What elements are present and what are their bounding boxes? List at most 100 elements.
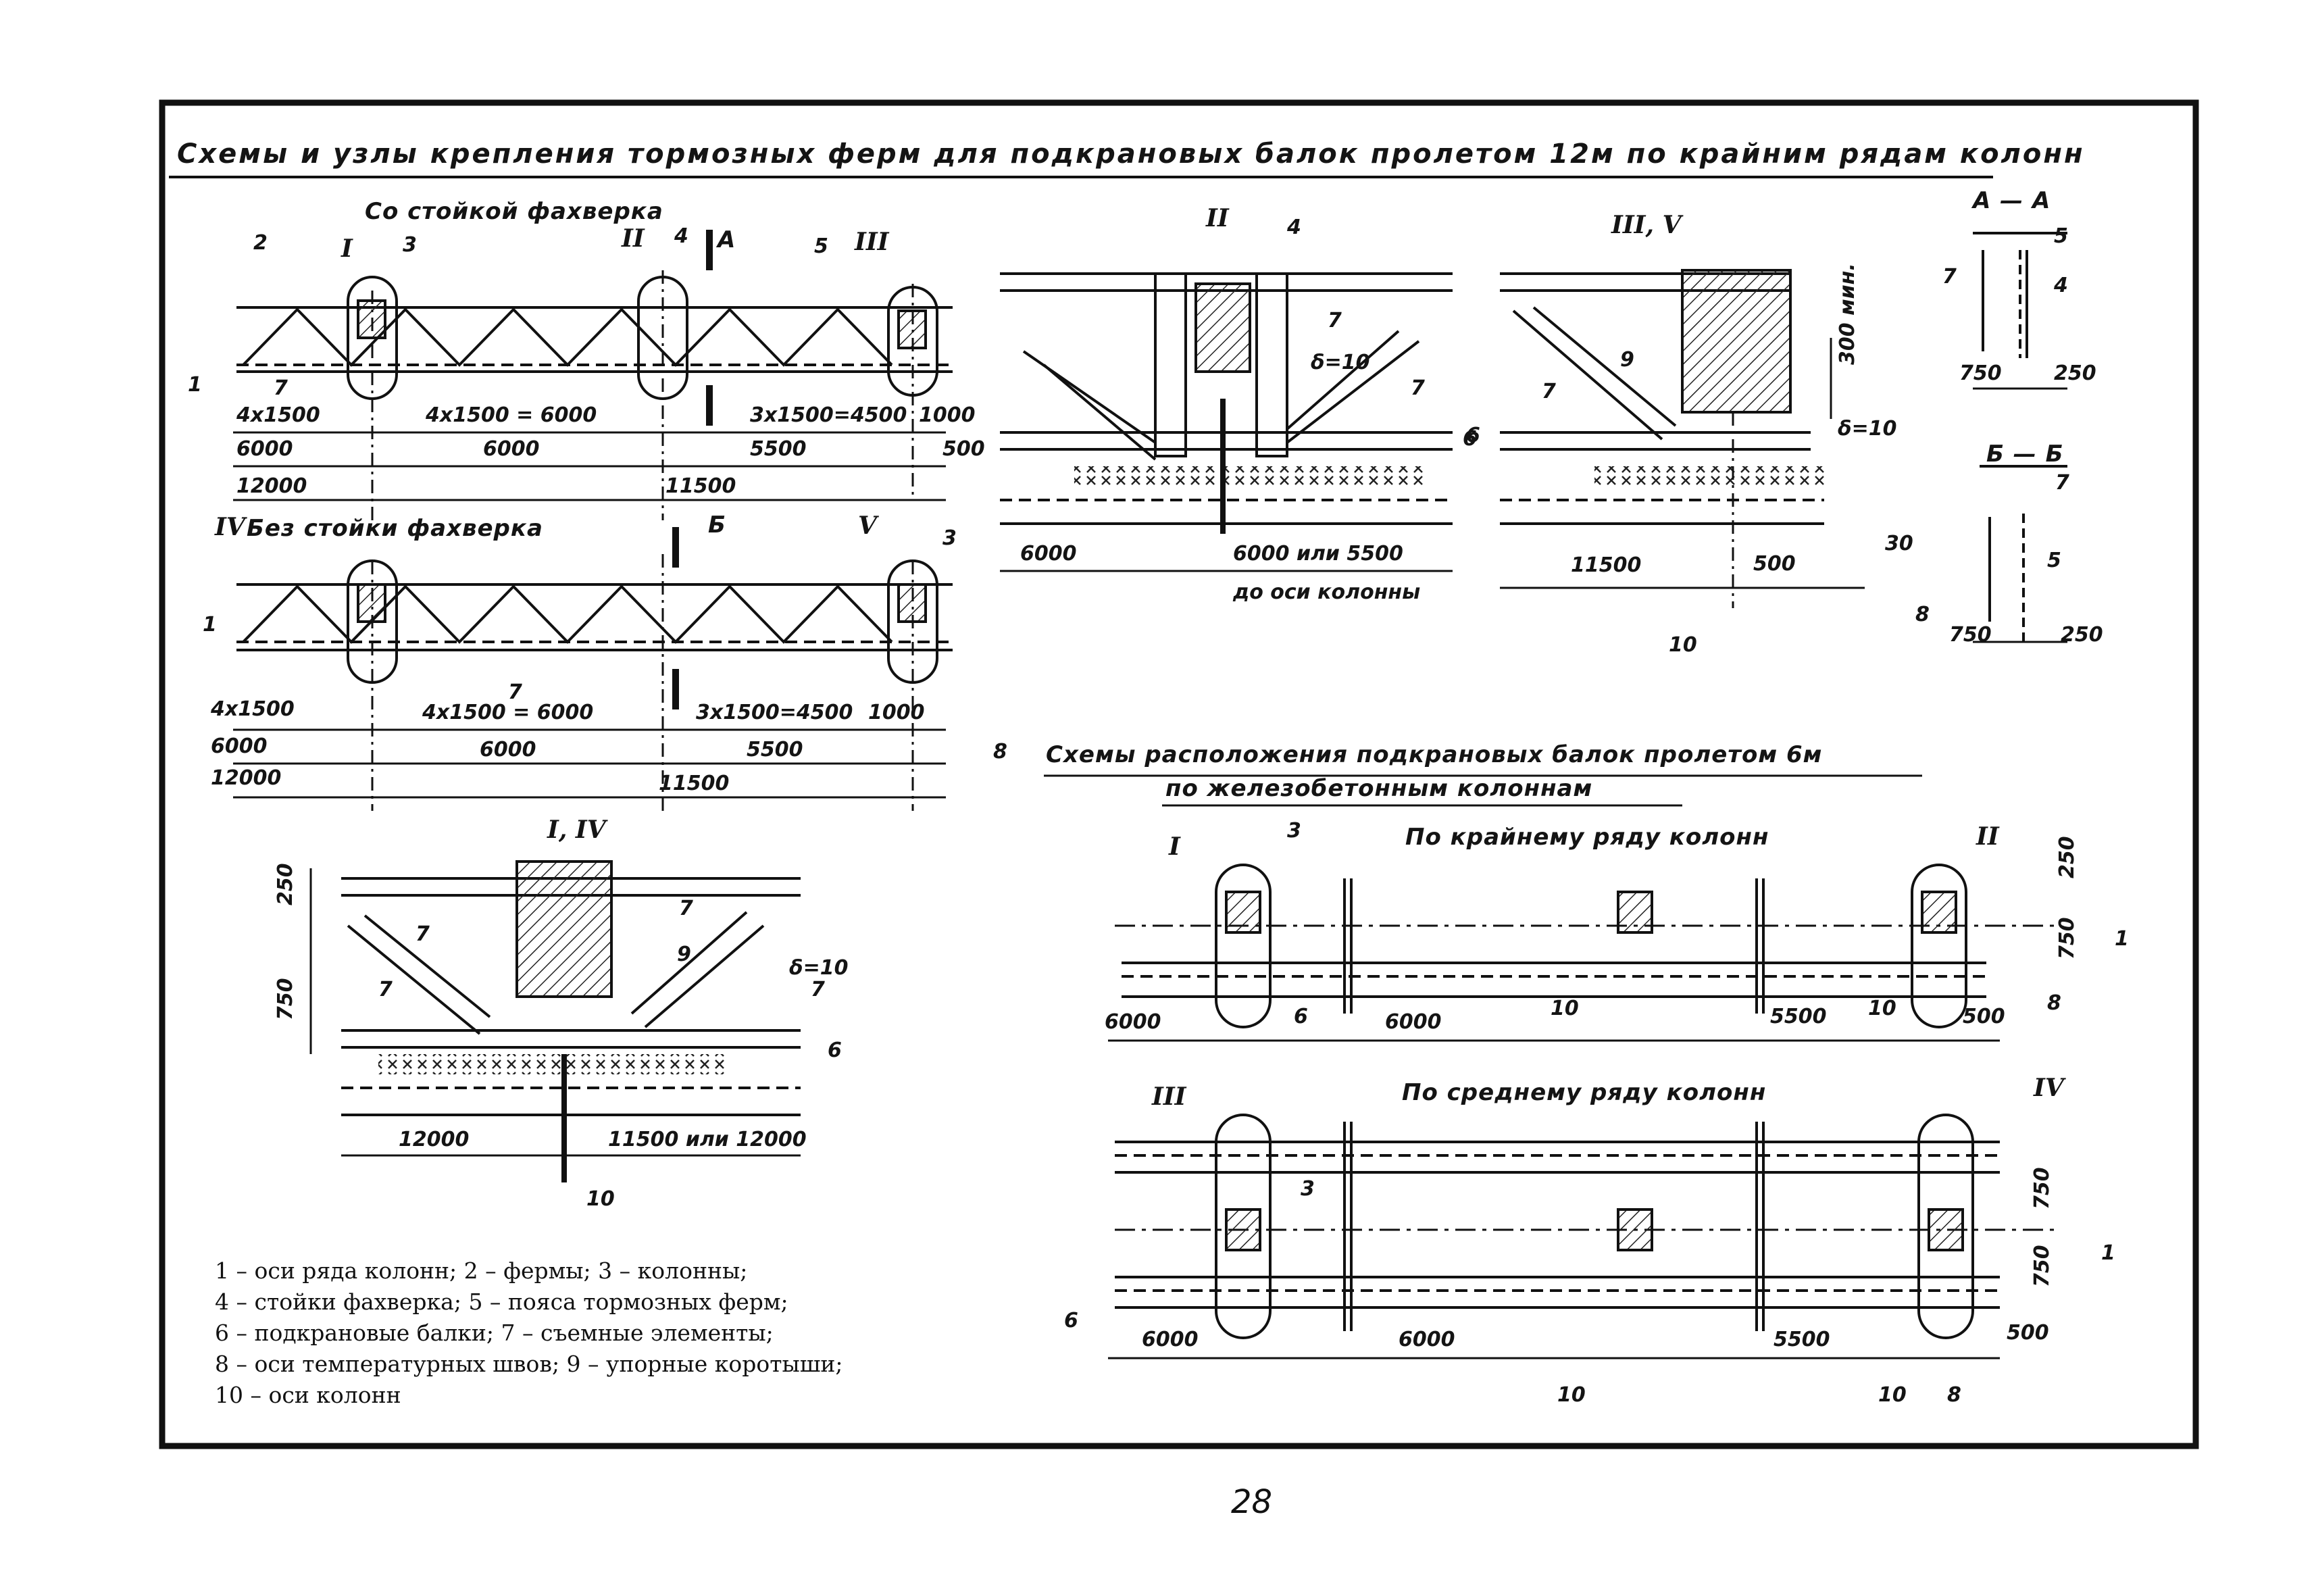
legend-line-4: 8 – оси температурных швов; 9 – упорные … bbox=[215, 1351, 843, 1377]
scheme-a-callout-1: 1 bbox=[188, 373, 202, 397]
node-i-iv-callout-4: δ=10 bbox=[789, 956, 849, 980]
node-ii-callout-2: 7 bbox=[1328, 309, 1342, 332]
legend-line-3: 6 – подкрановые балки; 7 – съемные элеме… bbox=[215, 1320, 774, 1346]
scheme-a-mark-3: III bbox=[855, 228, 889, 256]
edge-row-dim-3: 5500 bbox=[1770, 1005, 1827, 1028]
sheet-title: Схемы и узлы крепления тормозных ферм дл… bbox=[177, 139, 2085, 170]
middle-row-callout-1: 1 bbox=[2101, 1241, 2115, 1265]
edge-row-callout-1: 1 bbox=[2115, 927, 2129, 951]
node-ii-dim-2: 6000 или 5500 bbox=[1233, 542, 1403, 566]
scheme-a-callout-3: 3 bbox=[403, 233, 417, 257]
node-i-iv-dim-11500: 11500 или 12000 bbox=[608, 1128, 807, 1151]
middle-row-callout-6: 6 bbox=[1064, 1309, 1078, 1332]
node-iii-v-callout-delta: δ=10 bbox=[1838, 417, 1897, 441]
middle-row-scheme bbox=[1108, 1114, 2054, 1360]
section-bb-callout-7: 7 bbox=[2055, 471, 2069, 495]
node-ii-dim-1: 6000 bbox=[1020, 542, 1077, 566]
node-iii-v-dim-300: 300 мин. bbox=[1836, 263, 1859, 365]
node-i-iv-dim-250: 250 bbox=[274, 863, 297, 905]
node-iii-v-dim-30: 30 bbox=[1885, 532, 1913, 555]
scheme-a-callout-7: 7 bbox=[274, 376, 288, 400]
legend: 1 – оси ряда колонн; 2 – фермы; 3 – коло… bbox=[215, 1255, 1026, 1411]
scheme-with-post bbox=[233, 230, 953, 520]
node-ii-callout-1: 4 bbox=[1287, 216, 1301, 239]
scheme-b-dim-r2-1: 6000 bbox=[211, 734, 268, 758]
node-ii-callout-5: 6 bbox=[1463, 427, 1477, 451]
node-i-iv-callout-5: 7 bbox=[679, 897, 693, 920]
scheme-a-section-mark: А bbox=[718, 226, 736, 253]
scheme-a-dim-r1-1: 4х1500 bbox=[236, 403, 320, 427]
edge-row-callout-6: 6 bbox=[1294, 1005, 1308, 1028]
scheme-b-dim-r1-1: 4х1500 bbox=[211, 697, 295, 721]
middle-row-dim-6: 750 bbox=[2030, 1245, 2054, 1287]
node-ii-dim-3: до оси колонны bbox=[1233, 580, 1421, 604]
scheme-a-dim-r1-2: 4х1500 = 6000 bbox=[426, 403, 597, 427]
edge-row-dim-6: 750 bbox=[2055, 917, 2079, 959]
scheme-a-callout-2: 2 bbox=[253, 231, 268, 255]
edge-row-dim-5: 250 bbox=[2055, 836, 2079, 878]
scheme-b-callout-8: 8 bbox=[993, 740, 1007, 764]
node-i-iv-callout-7: 6 bbox=[828, 1039, 842, 1062]
scheme-a-dim-r2-2: 6000 bbox=[483, 437, 540, 461]
edge-row-callout-3: 3 bbox=[1287, 819, 1301, 843]
node-i-iv-callout-8: 10 bbox=[586, 1187, 615, 1211]
middle-row-callout-10a: 10 bbox=[1557, 1383, 1586, 1407]
node-i-iv-dim-12000: 12000 bbox=[399, 1128, 470, 1151]
legend-line-5: 10 – оси колонн bbox=[215, 1382, 401, 1408]
scheme-b-mark-2: V bbox=[858, 512, 877, 540]
edge-row-scheme bbox=[1108, 864, 2054, 1042]
node-iii-v-label: III, V bbox=[1611, 211, 1682, 239]
middle-row-caption: По среднему ряду колонн bbox=[1402, 1079, 1767, 1106]
middle-row-dim-5: 750 bbox=[2030, 1167, 2054, 1210]
node-iii-v-callout-7: 7 bbox=[1542, 380, 1556, 403]
scheme-a-callout-5: 5 bbox=[814, 234, 828, 258]
six-m-title-line1: Схемы расположения подкрановых балок про… bbox=[1046, 741, 1823, 768]
scheme-b-dim-r3-1: 12000 bbox=[211, 766, 282, 790]
scheme-b-dim-r1-3: 3х1500=4500 bbox=[696, 701, 853, 724]
edge-row-callout-8: 8 bbox=[2047, 991, 2061, 1015]
node-ii-callout-4: 7 bbox=[1411, 376, 1425, 400]
scheme-a-mark-1: I bbox=[341, 234, 353, 263]
middle-row-callout-3: 3 bbox=[1301, 1177, 1315, 1201]
six-m-title-line2: по железобетонным колоннам bbox=[1165, 775, 1593, 802]
node-i-iv-callout-1: 7 bbox=[416, 922, 430, 946]
section-bb-label: Б — Б bbox=[1986, 441, 2064, 468]
node-i-iv-callout-2: 7 bbox=[378, 978, 393, 1001]
middle-row-dim-3: 5500 bbox=[1774, 1328, 1830, 1351]
section-aa-label: А — А bbox=[1973, 187, 2051, 214]
legend-line-2: 4 – стойки фахверка; 5 – пояса тормозных… bbox=[215, 1289, 788, 1315]
node-iii-v-detail bbox=[1500, 269, 1865, 608]
edge-row-mark-2: II bbox=[1976, 822, 1999, 851]
section-b-b bbox=[1973, 465, 2067, 643]
middle-row-callout-10b: 10 bbox=[1878, 1383, 1907, 1407]
scheme-a-dim-r1-3: 3х1500=4500 bbox=[750, 403, 907, 427]
middle-row-dim-2: 6000 bbox=[1399, 1328, 1455, 1351]
edge-row-callout-10a: 10 bbox=[1551, 997, 1579, 1020]
section-a-a bbox=[1973, 232, 2067, 390]
middle-row-mark-2: IV bbox=[2034, 1074, 2064, 1102]
scheme-a-dim-r2-1: 6000 bbox=[236, 437, 293, 461]
scheme-b-dim-r2-3: 5500 bbox=[747, 738, 803, 762]
node-i-iv-dim-750: 750 bbox=[274, 978, 297, 1020]
middle-row-mark-1: III bbox=[1152, 1082, 1186, 1111]
section-bb-dim-250: 250 bbox=[2061, 623, 2103, 647]
scheme-b-section-mark: Б bbox=[708, 512, 726, 539]
edge-row-dim-2: 6000 bbox=[1385, 1010, 1442, 1034]
scheme-a-mark-2: II bbox=[622, 224, 645, 253]
scheme-b-mark-1: IV bbox=[215, 513, 245, 541]
node-iii-v-callout-8: 8 bbox=[1915, 603, 1930, 626]
scheme-a-caption: Со стойкой фахверка bbox=[365, 198, 663, 225]
node-ii-callout-3: δ=10 bbox=[1311, 351, 1370, 374]
node-i-iv-detail bbox=[309, 860, 801, 1182]
node-i-iv-label: I, IV bbox=[547, 816, 606, 844]
node-iii-v-callout-10: 10 bbox=[1669, 633, 1697, 657]
scheme-without-post bbox=[233, 527, 953, 811]
node-i-iv-callout-6: 7 bbox=[811, 978, 825, 1001]
section-aa-callout-7: 7 bbox=[1942, 265, 1957, 289]
section-aa-dim-250: 250 bbox=[2054, 361, 2096, 385]
edge-row-caption: По крайнему ряду колонн bbox=[1405, 824, 1769, 851]
scheme-b-dim-r1-2: 4х1500 = 6000 bbox=[422, 701, 594, 724]
node-iii-v-callout-9: 9 bbox=[1620, 348, 1634, 372]
scheme-b-caption: Без стойки фахверка bbox=[247, 515, 543, 542]
scheme-b-dim-r1-4: 1000 bbox=[868, 701, 925, 724]
